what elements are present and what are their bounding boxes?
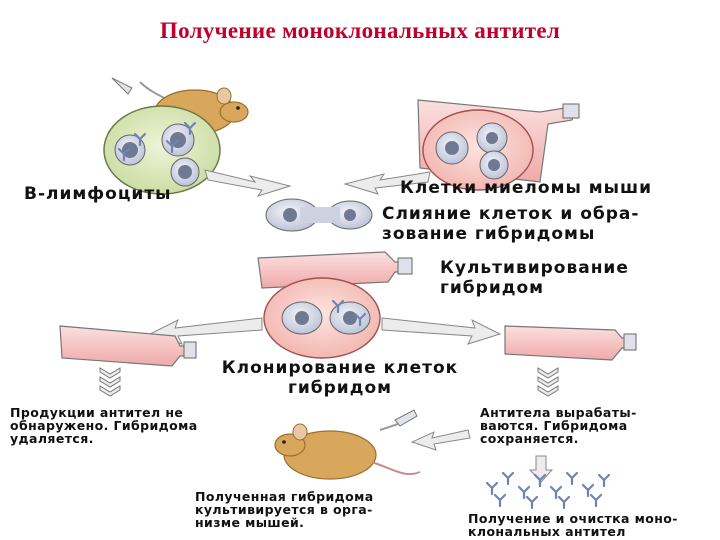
label-cultivation: Культивирование гибридом — [440, 258, 629, 298]
label-fusion: Слияние клеток и обра- зование гибридомы — [382, 204, 640, 244]
chevron-down-icon — [99, 367, 121, 397]
page-title: Получение моноклональных антител — [159, 18, 561, 43]
clone-flask-left — [59, 325, 197, 367]
label-in-vivo: Полученная гибридома культивируется в ор… — [195, 489, 374, 530]
label-purification: Получение и очистка моно- клональных ант… — [468, 511, 678, 539]
chevron-down-icon — [537, 367, 559, 397]
cultivation-flask — [257, 251, 413, 359]
label-b-lymphocytes: В-лимфоциты — [24, 184, 172, 204]
fused-cell — [265, 198, 373, 232]
label-no-production: Продукции антител не обнаружено. Гибридо… — [10, 405, 198, 446]
arrow-to-mouse — [410, 429, 471, 451]
lymphocyte-dish — [103, 105, 221, 195]
purified-antibodies — [485, 471, 611, 510]
label-production: Антитела вырабаты- ваются. Гибридома сох… — [480, 405, 637, 446]
label-myeloma: Клетки миеломы мыши — [400, 178, 652, 198]
fusion-arrows — [204, 169, 431, 197]
mouse-recipient — [274, 409, 421, 480]
myeloma-flask — [417, 99, 580, 191]
clone-flask-right — [504, 325, 637, 361]
label-cloning: Клонирование клеток гибридом — [221, 358, 459, 398]
